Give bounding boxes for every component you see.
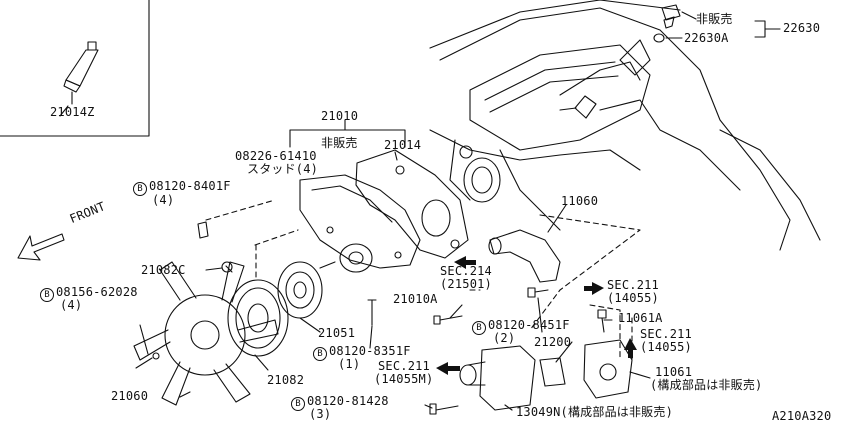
sec-ref-211a: SEC.211: [607, 278, 659, 292]
leader-21014: [394, 151, 398, 161]
temp-sensor: [653, 4, 781, 43]
bolt-badge: B: [472, 321, 486, 335]
part-label-21014: 21014: [384, 138, 422, 152]
bolt-badge: B: [291, 397, 305, 411]
sec-fig-14055m: (14055M): [374, 372, 434, 386]
part-label-11061: 11061: [655, 365, 693, 379]
water-pump: [299, 174, 421, 273]
part-label-21200: 21200: [534, 335, 572, 349]
pump-not-sold-label: 非販売: [321, 136, 358, 150]
bolt-qty-62028: (4): [60, 298, 83, 312]
sec-ref-214: SEC.214: [440, 264, 492, 278]
part-label-21082: 21082: [267, 373, 305, 387]
thermostat-housing: [459, 339, 633, 411]
sec-ref-211b: SEC.211: [640, 327, 692, 341]
bolt-badge: B: [133, 182, 147, 196]
figure-code: A210A320: [772, 409, 832, 423]
bolt-badge: B: [40, 288, 54, 302]
sensor-not-sold-label: 非販売: [696, 12, 733, 26]
part-label-21014z: 21014Z: [50, 105, 95, 119]
leader-lines: [59, 105, 651, 411]
bolt-code: 08156-62028: [56, 285, 138, 299]
part-label-11060: 11060: [561, 194, 599, 208]
bolt-qty-81428: (3): [309, 407, 332, 421]
stud-note-label: スタッド(4): [247, 162, 319, 176]
bolt-code: 08120-8451F: [488, 318, 570, 332]
part-label-13049n: 13049N(構成部品は非販売): [516, 405, 673, 419]
fan-clutch-pulley: [221, 261, 323, 357]
inset-frame: [0, 0, 150, 137]
part-label-21082c: 21082C: [141, 263, 186, 277]
sec-fig-14055b: (14055): [640, 340, 692, 354]
bolt-badge: B: [313, 347, 327, 361]
stud-code-label: 08226-61410: [235, 149, 317, 163]
bolt-code: 08120-8401F: [149, 179, 231, 193]
engine-block: [429, 0, 821, 251]
part-label-22630: 22630: [783, 21, 821, 35]
cooling-fan: [133, 261, 279, 406]
leader-21010: [289, 119, 406, 148]
part-label-22630a: 22630A: [684, 31, 729, 45]
part-label-21010a: 21010A: [393, 292, 438, 306]
bolt-code: 08120-81428: [307, 394, 389, 408]
sec-ref-211c: SEC.211: [378, 359, 430, 373]
water-outlet: [488, 229, 561, 283]
sec-fig-14055a: (14055): [607, 291, 659, 305]
part-note-11061: (構成部品は非販売): [650, 378, 763, 392]
part-label-21060: 21060: [111, 389, 149, 403]
part-label-21051: 21051: [318, 326, 356, 340]
bolt-qty-8451f: (2): [493, 331, 516, 345]
bolts: [135, 221, 607, 415]
bolt-code: 08120-8351F: [329, 344, 411, 358]
bolt-qty-8401f: (4): [152, 193, 175, 207]
bolt-qty-8351f: (1): [338, 357, 361, 371]
part-label-21010: 21010: [321, 109, 359, 123]
sec-fig-21501: (21501): [440, 277, 492, 291]
part-label-11061a: 11061A: [618, 311, 663, 325]
direction-arrows: [436, 256, 637, 375]
sealant-tube: [63, 41, 99, 105]
dashed-guides: [205, 199, 641, 361]
front-arrow-icon: [17, 233, 65, 261]
